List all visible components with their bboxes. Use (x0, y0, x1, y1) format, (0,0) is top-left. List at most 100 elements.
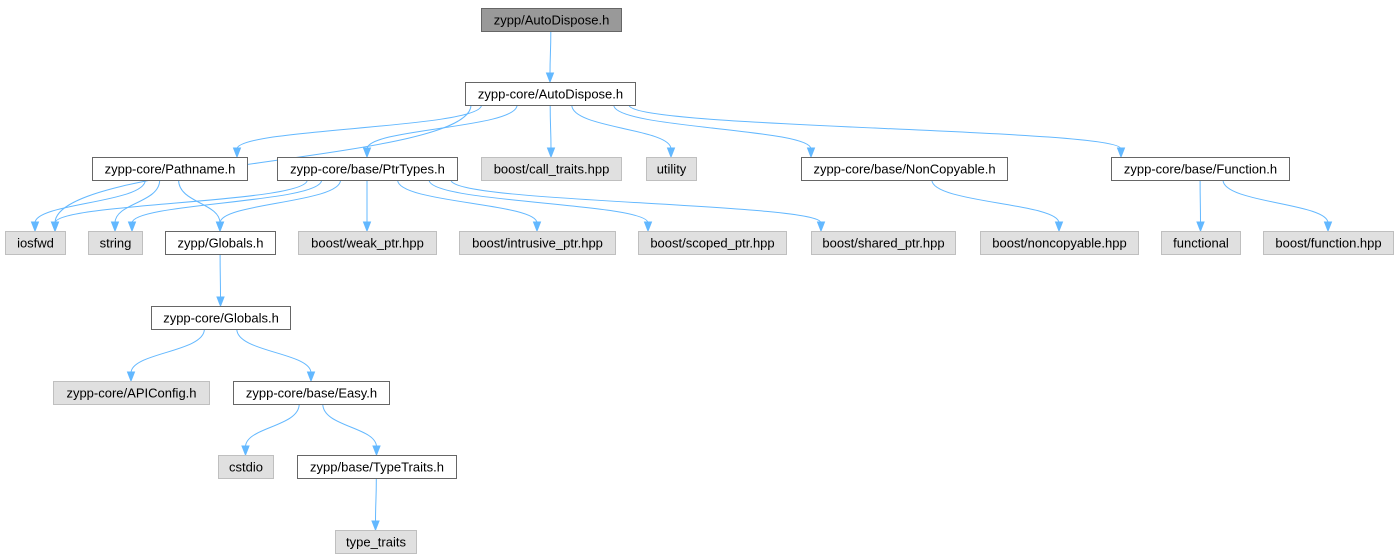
node-n18[interactable]: zypp-core/Globals.h (151, 306, 291, 330)
node-label: iosfwd (17, 236, 54, 251)
node-box (297, 455, 457, 479)
edge-line (428, 179, 649, 224)
node-box (1161, 231, 1241, 255)
edge-n3-n13 (428, 179, 653, 233)
edge-arrowhead (306, 371, 316, 383)
edge-arrowhead (30, 221, 40, 233)
node-box (335, 530, 417, 554)
node-n23: type_traits (335, 530, 417, 554)
node-n10[interactable]: zypp/Globals.h (165, 231, 276, 255)
node-n8: iosfwd (5, 231, 66, 255)
edge-line (178, 179, 221, 224)
node-label: zypp-core/base/PtrTypes.h (290, 162, 445, 177)
edge-arrowhead (1323, 221, 1333, 233)
edge-arrowhead (232, 147, 242, 159)
node-n16: functional (1161, 231, 1241, 255)
edge-arrowhead (215, 221, 225, 233)
edge-arrowhead (1116, 147, 1126, 159)
edge-n3-n10 (215, 179, 342, 233)
edge-n6-n15 (931, 179, 1064, 233)
edge-n0-n1 (545, 30, 555, 84)
edge-arrowhead (216, 296, 225, 308)
node-n12: boost/intrusive_ptr.hpp (459, 231, 616, 255)
node-n9: string (88, 231, 143, 255)
node-box (980, 231, 1139, 255)
edge-n10-n18 (216, 253, 225, 308)
edge-line (131, 179, 323, 224)
node-box (481, 8, 622, 32)
edge-n1-n5 (571, 104, 676, 159)
node-label: type_traits (346, 535, 406, 550)
node-label: boost/scoped_ptr.hpp (650, 236, 774, 251)
edge-arrowhead (532, 221, 542, 233)
node-box (233, 381, 390, 405)
node-n3[interactable]: zypp-core/base/PtrTypes.h (277, 157, 458, 181)
node-n22[interactable]: zypp/base/TypeTraits.h (297, 455, 457, 479)
node-n19: zypp-core/APIConfig.h (53, 381, 210, 405)
edge-n7-n17 (1222, 179, 1333, 233)
edge-arrowhead (371, 520, 380, 532)
edge-arrowhead (362, 221, 372, 233)
node-label: boost/noncopyable.hpp (992, 236, 1126, 251)
node-label: boost/weak_ptr.hpp (311, 236, 424, 251)
edge-n1-n3 (362, 104, 518, 159)
node-box (151, 306, 291, 330)
edge-n1-n6 (613, 104, 816, 159)
node-box (53, 381, 210, 405)
node-box (5, 231, 66, 255)
edge-n20-n22 (322, 403, 381, 457)
node-n0: zypp/AutoDispose.h (481, 8, 622, 32)
edge-line (397, 179, 538, 224)
node-box (277, 157, 458, 181)
node-n4: boost/call_traits.hpp (481, 157, 622, 181)
node-box (801, 157, 1008, 181)
node-box (1111, 157, 1290, 181)
edge-line (628, 104, 1122, 150)
node-n20[interactable]: zypp-core/base/Easy.h (233, 381, 390, 405)
node-label: functional (1173, 236, 1229, 251)
node-label: zypp/AutoDispose.h (494, 13, 610, 28)
node-n7[interactable]: zypp-core/base/Function.h (1111, 157, 1290, 181)
edge-line (236, 328, 312, 374)
edge-arrowhead (806, 147, 816, 159)
node-label: zypp-core/base/NonCopyable.h (813, 162, 995, 177)
edge-line (219, 179, 342, 224)
node-box (298, 231, 437, 255)
node-label: zypp-core/APIConfig.h (66, 386, 196, 401)
node-label: zypp-core/base/Function.h (1124, 162, 1277, 177)
edge-n1-n2 (232, 104, 483, 159)
edge-arrowhead (372, 445, 381, 457)
node-box (165, 231, 276, 255)
node-label: zypp-core/base/Easy.h (246, 386, 377, 401)
edge-n20-n21 (241, 403, 300, 457)
edge-arrowhead (1054, 221, 1064, 233)
node-n15: boost/noncopyable.hpp (980, 231, 1139, 255)
edge-arrowhead (127, 221, 137, 233)
edge-arrowhead (50, 221, 60, 233)
node-label: zypp-core/Globals.h (163, 311, 279, 326)
edge-n18-n19 (126, 328, 205, 383)
node-n5: utility (646, 157, 697, 181)
node-label: string (100, 236, 132, 251)
edges-layer (30, 30, 1333, 532)
node-n21: cstdio (218, 455, 274, 479)
edge-line (34, 179, 146, 224)
node-n13: boost/scoped_ptr.hpp (638, 231, 787, 255)
node-label: zypp/Globals.h (178, 236, 264, 251)
node-box (88, 231, 143, 255)
node-n2[interactable]: zypp-core/Pathname.h (92, 157, 248, 181)
edge-n2-n9 (110, 179, 161, 233)
edge-line (549, 104, 552, 150)
edge-line (130, 328, 205, 374)
node-n1[interactable]: zypp-core/AutoDispose.h (465, 82, 636, 106)
edge-line (549, 30, 552, 75)
edge-line (1222, 179, 1329, 224)
edge-n3-n11 (362, 180, 372, 233)
edge-line (450, 179, 822, 224)
node-n14: boost/shared_ptr.hpp (811, 231, 956, 255)
node-box (218, 455, 274, 479)
node-n6[interactable]: zypp-core/base/NonCopyable.h (801, 157, 1008, 181)
edge-line (54, 104, 472, 224)
edge-line (54, 179, 308, 224)
